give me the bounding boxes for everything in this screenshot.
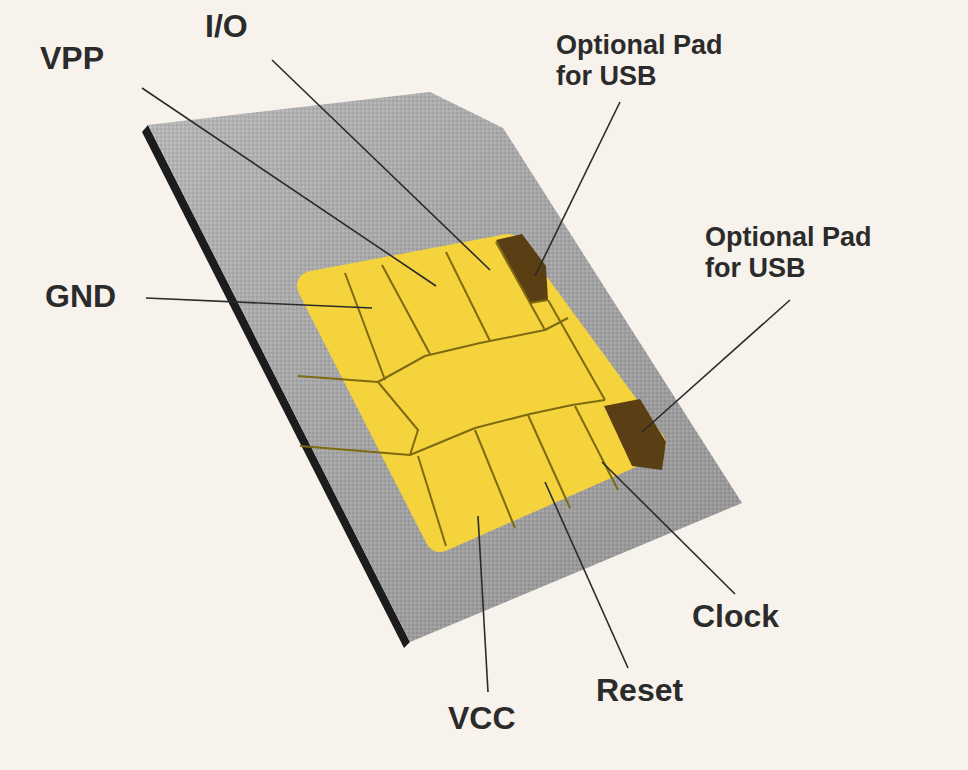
contact-divider [382,265,430,354]
contact-divider [475,430,515,528]
contact-divider [378,382,418,455]
contact-divider [496,242,545,330]
pin-label: GND [45,278,116,315]
contact-divider [446,252,490,341]
leader-line [272,60,490,270]
leader-line [535,102,620,276]
pad-label: Optional Pad for USB [556,30,756,92]
contact-divider [418,456,446,546]
pin-label: Reset [596,672,683,709]
contact-divider [298,318,568,382]
leader-line [602,462,735,594]
leader-line [146,298,372,308]
pad-label: Optional Pad for USB [705,222,905,284]
usb-pad [604,399,666,470]
chip [312,249,651,537]
pin-label: I/O [205,8,248,45]
usb-pad [496,234,548,303]
leader-line [545,482,628,668]
pin-label: Clock [692,598,779,635]
leader-line [478,516,488,692]
contact-divider [530,300,548,303]
sim-card [148,92,742,642]
contact-divider [548,300,605,400]
leader-line [142,88,436,286]
contact-dividers [298,242,618,546]
pin-label: VCC [448,700,516,737]
pin-label: VPP [40,40,104,77]
contact-divider [300,400,605,455]
card-shade [148,92,742,642]
leader-line [642,300,790,432]
leader-lines [142,60,790,692]
contact-divider [575,406,618,490]
contact-divider [528,415,570,508]
contact-divider [345,273,385,380]
